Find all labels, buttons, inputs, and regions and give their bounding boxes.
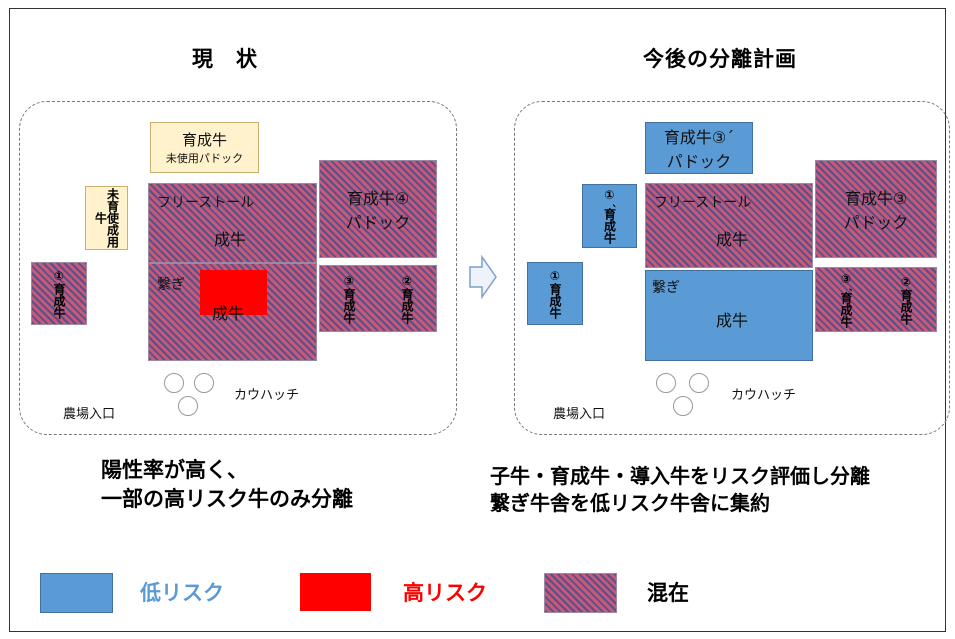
left-caption-line-1: 陽性率が高く、	[101, 458, 248, 482]
legend-high-risk-label: 高リスク	[403, 581, 487, 605]
legend-high-risk-swatch	[300, 573, 371, 611]
left-hutch-circle	[194, 373, 214, 393]
right-calf-pen-1: ①育成牛	[527, 262, 583, 325]
legend-mixed-label: 混在	[647, 581, 689, 605]
right-calf-pens-2-3: ③´育成牛 ②育成牛	[815, 267, 937, 332]
right-paddock-3-label: 育成牛③	[844, 189, 908, 208]
left-calf-pen-2-label: ②育成牛	[400, 273, 414, 324]
left-entrance-label: 農場入口	[63, 407, 116, 422]
right-hutch-circle	[689, 373, 709, 393]
right-freestall-adult-label: 成牛	[716, 230, 749, 249]
right-entrance-label: 農場入口	[553, 407, 606, 422]
left-high-risk-pen	[200, 270, 267, 315]
left-unused-paddock-label: 育成牛	[181, 131, 227, 149]
left-calf-pens-2-3: ③育成牛 ②育成牛	[319, 265, 437, 332]
left-paddock-4-sub: パドック	[345, 213, 411, 232]
left-calf-pen-1: ①育成牛	[31, 262, 87, 325]
left-freestall: フリーストール 成牛	[148, 183, 317, 263]
right-hutch-label: カウハッチ	[731, 388, 797, 403]
right-farm-area	[514, 101, 950, 435]
legend-mixed-swatch	[544, 573, 617, 613]
left-tie-label: 繋ぎ	[157, 277, 185, 293]
left-freestall-adult-label: 成牛	[214, 230, 247, 249]
right-paddock-3b-sub: パドック	[666, 152, 732, 171]
left-farm-area	[19, 101, 457, 435]
right-hutch-circle	[673, 396, 693, 416]
left-calf-pen-1-label: ①育成牛	[52, 268, 66, 319]
legend-low-risk-swatch	[40, 573, 113, 613]
right-title: 今後の分離計画	[643, 47, 797, 71]
left-paddock-4-label: 育成牛④	[346, 189, 410, 208]
right-freestall: フリーストール 成牛	[645, 183, 813, 268]
right-caption-line-1: 子牛・育成牛・導入牛をリスク評価し分離	[490, 464, 870, 488]
right-calf-pen-2-label: ②育成牛	[899, 274, 913, 325]
left-hutch-circle	[164, 373, 184, 393]
right-calf-pen-1b: ①´育成牛	[582, 184, 637, 248]
right-paddock-3-sub: パドック	[843, 213, 909, 232]
left-unused-paddock: 育成牛 未使用パドック	[150, 122, 259, 173]
right-tie-label: 繋ぎ	[652, 280, 680, 296]
left-title: 現 状	[192, 47, 258, 71]
right-hutch-circle	[656, 373, 676, 393]
diagram-frame	[9, 8, 946, 632]
legend-low-risk-label: 低リスク	[140, 581, 224, 605]
left-paddock-4: 育成牛④ パドック	[319, 160, 437, 258]
left-calf-pen-3-label: ③育成牛	[342, 273, 356, 324]
left-unused-paddock-sub: 未使用パドック	[165, 152, 244, 165]
right-calf-pen-1b-label: ①´育成牛	[602, 188, 617, 244]
right-calf-pen-1-label: ①育成牛	[548, 268, 562, 319]
left-hutch-circle	[178, 396, 198, 416]
right-caption-line-2: 繋ぎ牛舎を低リスク牛舎に集約	[490, 491, 770, 515]
right-paddock-3b-label: 育成牛③´	[663, 128, 735, 147]
left-freestall-label: フリーストール	[157, 195, 255, 211]
left-caption-line-2: 一部の高リスク牛のみ分離	[101, 487, 353, 511]
left-unused-calf-label: 未育使成用牛	[93, 188, 120, 248]
left-hutch-label: カウハッチ	[234, 388, 300, 403]
right-freestall-label: フリーストール	[654, 195, 752, 211]
arrow-right-icon	[469, 255, 497, 299]
right-tie-adult-label: 成牛	[716, 311, 749, 330]
right-calf-pen-3-label: ③´育成牛	[839, 271, 853, 328]
right-paddock-3: 育成牛③ パドック	[815, 160, 937, 258]
left-tie-adult-label: 成牛	[212, 304, 245, 323]
left-unused-calf-pen: 未育使成用牛	[85, 186, 128, 250]
right-paddock-3b: 育成牛③´ パドック	[645, 122, 753, 174]
right-tie-stall: 繋ぎ 成牛	[645, 270, 813, 361]
